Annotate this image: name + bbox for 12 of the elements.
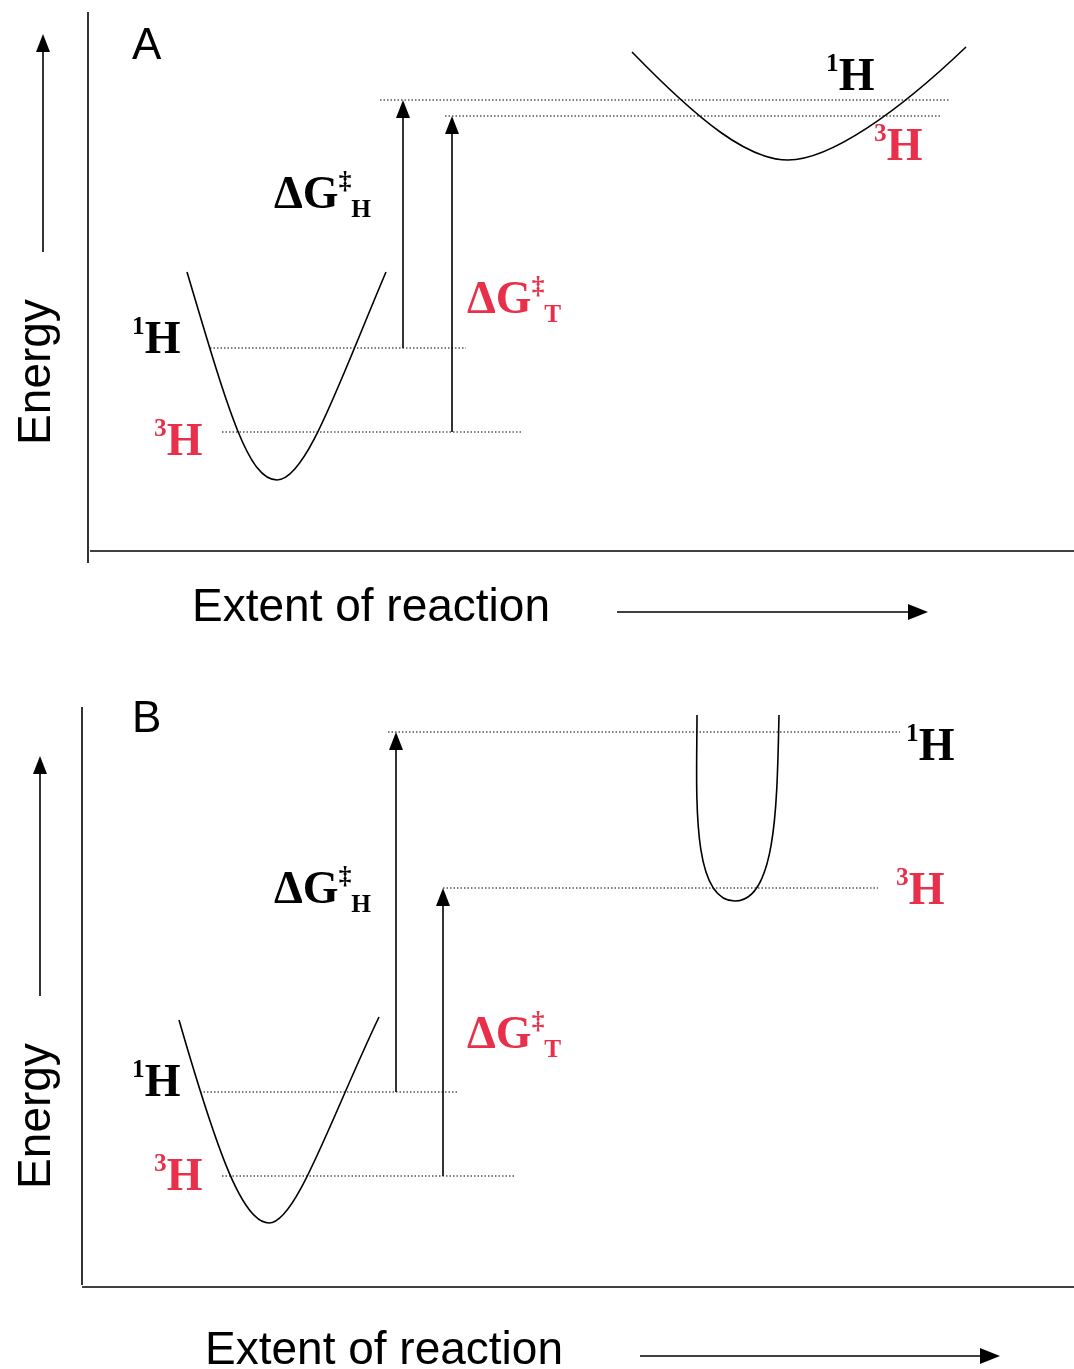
axis-label: Extent of reaction	[192, 582, 550, 628]
state-label: $^{3}$H	[896, 866, 945, 912]
state-label: $^{1}$H	[906, 722, 955, 768]
state-label: $^{1}$H	[826, 52, 875, 98]
state-label: $^{3}$H	[874, 122, 923, 168]
state-label: $^{1}$H	[132, 315, 181, 361]
panel-letter: A	[132, 22, 162, 66]
panel-letter: B	[132, 695, 162, 739]
state-label: $^{1}$H	[132, 1058, 181, 1104]
state-label: $^{3}$H	[154, 1152, 203, 1198]
axis-label: Extent of reaction	[205, 1325, 563, 1369]
state-label: $^{3}$H	[154, 417, 203, 463]
